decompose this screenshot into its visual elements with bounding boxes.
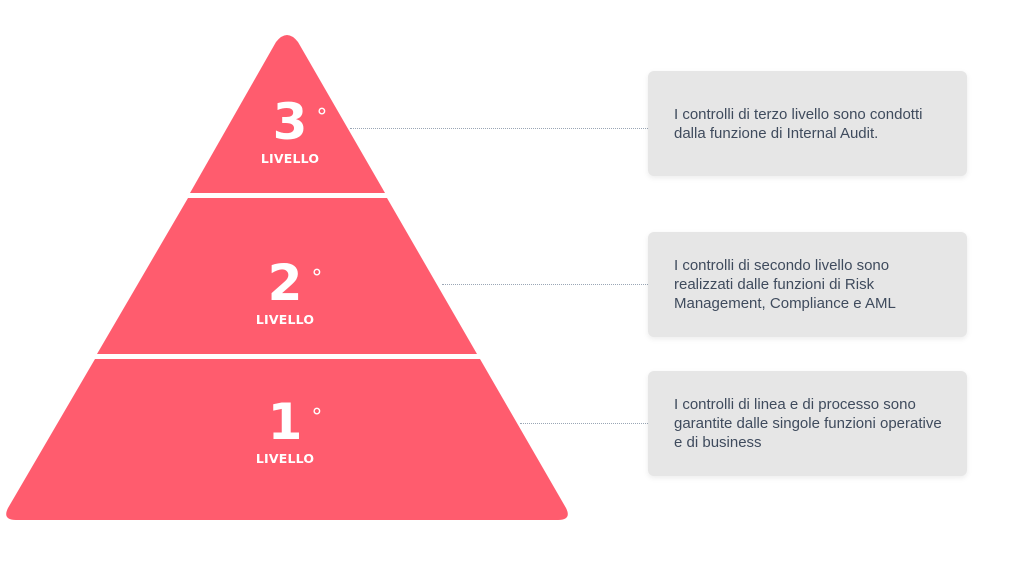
description-text: I controlli di linea e di processo sono … [674,396,942,451]
level-number: 2 [267,254,303,312]
connector-line-3 [350,128,648,129]
description-text: I controlli di terzo livello sono condot… [674,105,923,142]
description-box-level-3: I controlli di terzo livello sono condot… [648,71,967,176]
degree-symbol: ° [311,266,323,291]
level-3-label: 3° LIVELLO [230,97,350,166]
level-word: LIVELLO [260,151,320,166]
level-number: 3 [272,93,308,151]
connector-line-1 [520,423,648,424]
description-text: I controlli di secondo livello sono real… [674,257,896,312]
level-2-label: 2° LIVELLO [225,258,345,327]
degree-symbol: ° [311,405,323,430]
connector-line-2 [442,284,648,285]
level-1-label: 1° LIVELLO [225,397,345,466]
degree-symbol: ° [316,105,328,130]
level-number: 1 [267,393,303,451]
description-box-level-2: I controlli di secondo livello sono real… [648,232,967,337]
pyramid-tier-2 [97,198,477,354]
pyramid-tier-3 [190,35,385,193]
level-word: LIVELLO [255,312,315,327]
pyramid-tier-1 [6,359,568,520]
description-box-level-1: I controlli di linea e di processo sono … [648,371,967,476]
level-word: LIVELLO [255,451,315,466]
